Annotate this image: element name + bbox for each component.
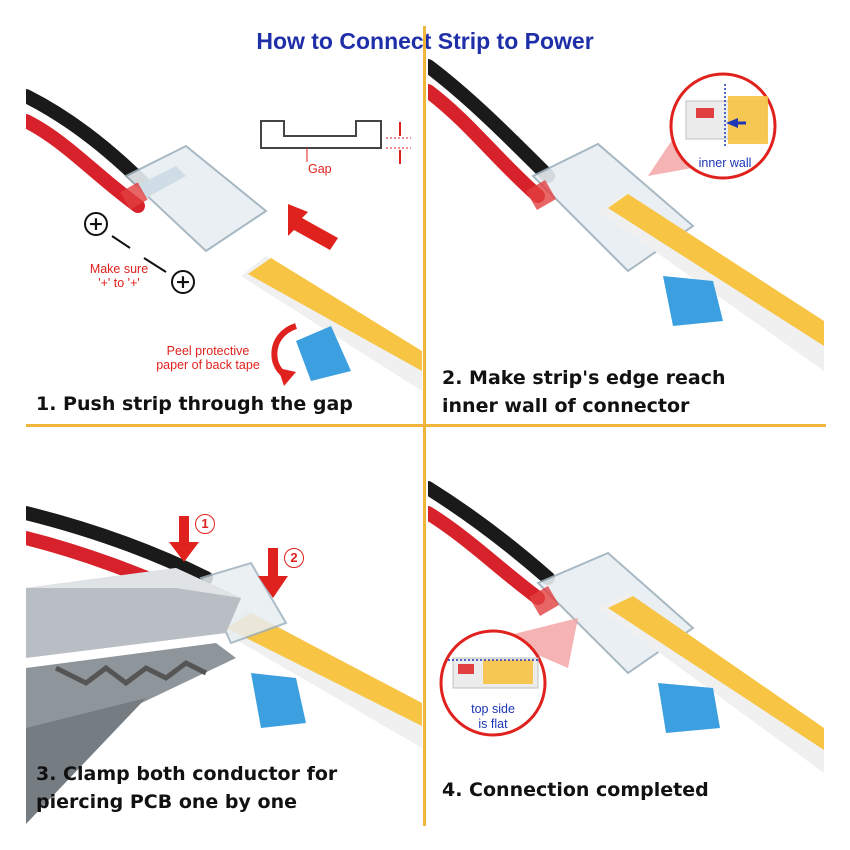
step-4-panel: top side is flat 4. Connection completed bbox=[428, 428, 824, 824]
back-tape-icon bbox=[251, 673, 306, 728]
back-tape-icon bbox=[658, 683, 720, 733]
press-arrow-icon bbox=[258, 548, 288, 598]
step-4-caption: 4. Connection completed bbox=[442, 779, 709, 801]
press-arrow-icon bbox=[169, 516, 199, 562]
pliers-icon bbox=[26, 568, 241, 824]
step-3-caption: 3. Clamp both conductor for piercing PCB… bbox=[36, 763, 338, 813]
step-1-illustration bbox=[26, 89, 422, 391]
inner-wall-arrow-icon bbox=[726, 118, 738, 128]
step-3-panel: 1 2 3. Clamp both conductor for piercing… bbox=[26, 428, 422, 824]
plus-sign-icon: + bbox=[171, 270, 195, 294]
gap-diagram bbox=[260, 120, 411, 164]
inner-wall-label: inner wall bbox=[698, 156, 752, 170]
led-strip-icon bbox=[598, 593, 824, 773]
step-3-illustration bbox=[26, 506, 422, 824]
back-tape-icon bbox=[663, 276, 723, 326]
step-1-panel: Gap + + Make sure '+' to '+' Peel protec… bbox=[26, 26, 422, 422]
step-marker-1: 1 bbox=[195, 514, 215, 534]
led-strip-icon bbox=[241, 256, 422, 391]
step-2-caption: 2. Make strip's edge reach inner wall of… bbox=[442, 367, 726, 417]
back-tape-icon bbox=[296, 326, 351, 381]
step-2-panel: inner wall 2. Make strip's edge reach in… bbox=[428, 26, 824, 422]
step-2-illustration bbox=[428, 59, 824, 371]
peel-note: Peel protective paper of back tape bbox=[156, 344, 260, 372]
step-1-caption: 1. Push strip through the gap bbox=[36, 393, 353, 415]
plus-sign-icon: + bbox=[84, 212, 108, 236]
led-strip-icon bbox=[216, 608, 422, 748]
horizontal-divider bbox=[26, 424, 826, 427]
step-marker-2: 2 bbox=[284, 548, 304, 568]
step-4-illustration bbox=[428, 481, 824, 773]
polarity-note: Make sure '+' to '+' bbox=[89, 262, 149, 290]
push-arrow-icon bbox=[288, 204, 338, 250]
connector-icon bbox=[120, 144, 268, 253]
polarity-arrow-icon bbox=[111, 235, 131, 249]
top-side-label: top side is flat bbox=[471, 702, 515, 731]
gap-label: Gap bbox=[308, 162, 332, 176]
